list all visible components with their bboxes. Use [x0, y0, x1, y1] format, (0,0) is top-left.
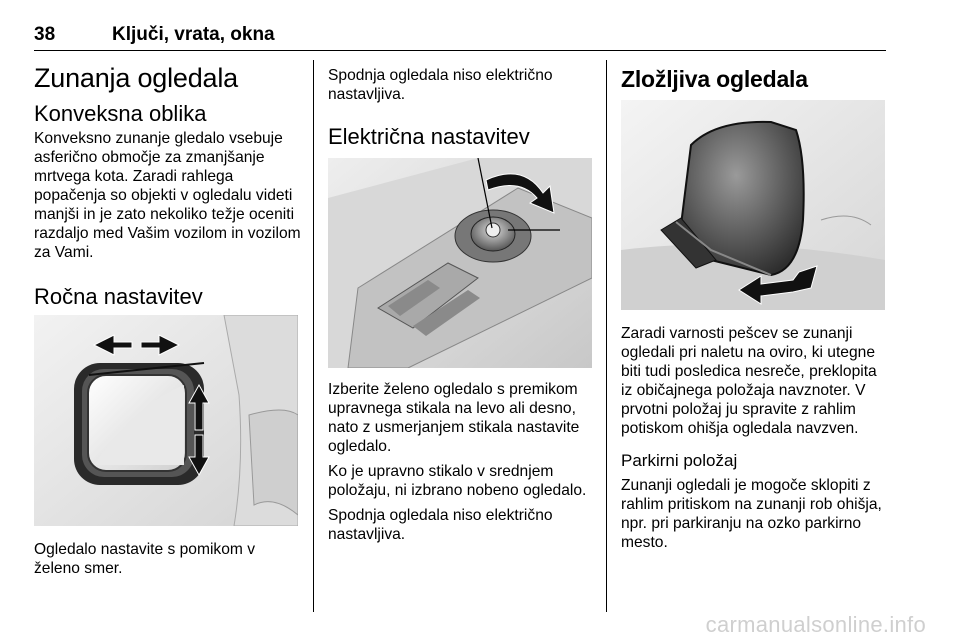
intro-text: Spodnja ogledala niso električno nastavl…	[328, 67, 553, 103]
watermark: carmanualsonline.info	[705, 612, 926, 637]
convex-text: Konveksno zunanje gledalo vsebuje asferi…	[34, 130, 301, 261]
folding-text: Zaradi varnosti pešcev se zunanji ogleda…	[621, 325, 877, 437]
middle-column-top: Spodnja ogledala niso električno nastavl…	[328, 66, 596, 151]
column-divider-1	[313, 60, 314, 612]
parking-heading: Parkirni položaj	[621, 451, 738, 470]
manual-heading: Ročna nastavitev	[34, 284, 203, 309]
left-column: Zunanja ogledala Konveksna oblika Konvek…	[34, 62, 304, 311]
middle-column-bottom: Izberite želeno ogledalo s premikom upra…	[328, 380, 596, 544]
folding-heading: Zložljiva ogledala	[621, 66, 808, 92]
page-number: 38	[34, 24, 56, 45]
page-header: 38 Ključi, vrata, okna	[34, 22, 886, 51]
select-text: Izberite želeno ogledalo s premikom upra…	[328, 381, 580, 455]
chapter-title: Ključi, vrata, okna	[112, 24, 275, 45]
manual-caption: Ogledalo nastavite s pomikom v želeno sm…	[34, 541, 256, 577]
parking-text: Zunanji ogledali je mogoče sklopiti z ra…	[621, 477, 882, 551]
middle-position-text: Ko je upravno stikalo v srednjem položaj…	[328, 463, 587, 499]
convex-heading: Konveksna oblika	[34, 101, 207, 126]
electric-heading: Električna nastavitev	[328, 124, 530, 149]
right-column-top: Zložljiva ogledala	[621, 64, 891, 94]
folding-figure	[621, 100, 885, 310]
left-caption-block: Ogledalo nastavite s pomikom v želeno sm…	[34, 540, 304, 578]
column-divider-2	[606, 60, 607, 612]
manual-adjust-figure	[34, 315, 298, 526]
electric-adjust-figure	[328, 158, 592, 368]
section-title: Zunanja ogledala	[34, 63, 238, 93]
outro-text: Spodnja ogledala niso električno nastavl…	[328, 507, 553, 543]
right-column-bottom: Zaradi varnosti pešcev se zunanji ogleda…	[621, 324, 891, 552]
